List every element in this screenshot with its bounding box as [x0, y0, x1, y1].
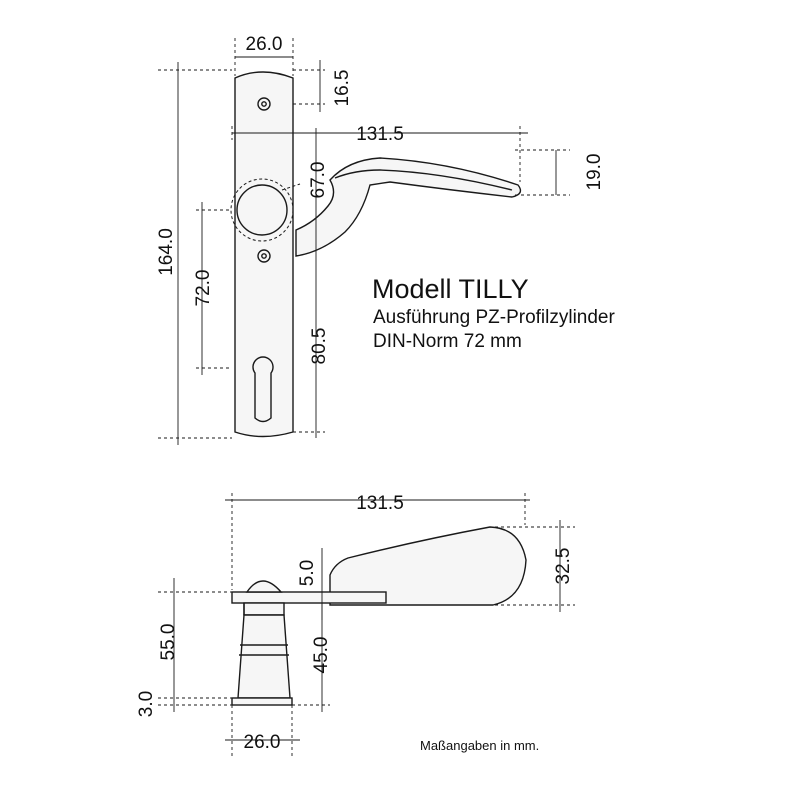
dim-total-depth: 55.0 [158, 624, 179, 661]
profile-cylinder-hole [252, 356, 274, 423]
lever-handle-edge [334, 169, 513, 191]
dim-width-top: 26.0 [246, 34, 283, 55]
dim-19-ext [515, 149, 570, 196]
dim-total-height: 164.0 [156, 228, 177, 276]
dim-base-width-ext [231, 705, 293, 758]
bottom-screw-hole-inner [261, 253, 267, 259]
dim-lever-length-front: 131.5 [356, 124, 404, 145]
side-neck-bar [231, 591, 387, 604]
dim-base-width: 26.0 [244, 732, 281, 753]
model-line-1: Ausführung PZ-Profilzylinder [373, 307, 615, 328]
dim-neck: 5.0 [297, 560, 318, 586]
dim-din-distance: 72.0 [193, 270, 214, 307]
side-rose-body [237, 614, 291, 699]
rose-hidden-circle [230, 178, 294, 242]
dim-side-lever-length: 131.5 [356, 493, 404, 514]
top-screw-hole [257, 97, 271, 111]
rose [236, 184, 288, 236]
dim-lever-thickness: 32.5 [553, 548, 574, 585]
bottom-screw-hole [257, 249, 271, 263]
dim-32-5-ext [495, 526, 575, 606]
units-note: Maßangaben in mm. [420, 738, 539, 753]
dim-55-ext [158, 591, 238, 699]
dim-spindle-to-bottom: 80.5 [309, 328, 330, 365]
dim-rose-depth: 45.0 [311, 637, 332, 674]
dim-side-131-ext [231, 493, 526, 590]
lever-handle [295, 157, 522, 257]
top-screw-hole-inner [261, 101, 267, 107]
side-base-plate [231, 697, 293, 706]
side-dome [245, 580, 283, 593]
side-collar [243, 602, 285, 616]
side-lever-blade [329, 526, 527, 606]
model-title: Modell TILLY [372, 274, 529, 304]
dim-top-to-spindle: 67.0 [308, 162, 329, 199]
side-rose-rings [239, 603, 289, 656]
dim-top-to-hole: 16.5 [332, 70, 353, 107]
dim-lever-height: 19.0 [584, 154, 605, 191]
dim-base: 3.0 [136, 691, 157, 717]
side-view [158, 493, 575, 758]
front-view [158, 38, 570, 445]
dim-lever-length-ext [231, 126, 521, 182]
dim-164-ext [158, 69, 232, 439]
model-line-2: DIN-Norm 72 mm [373, 331, 522, 352]
